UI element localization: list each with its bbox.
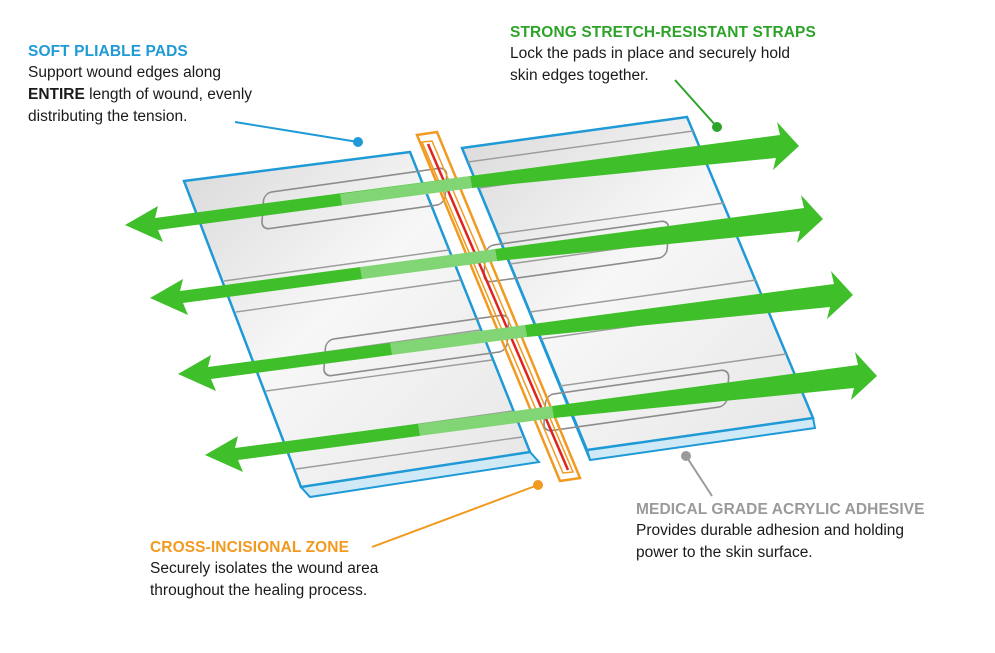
callout-line-rest: length of wound, evenly [84, 86, 253, 103]
callout-line: Lock the pads in place and securely hold [510, 45, 791, 62]
callout-soft-pliable-pads: SOFT PLIABLE PADS Support wound edges al… [28, 42, 288, 128]
callout-body: Securely isolates the wound area through… [150, 558, 450, 602]
callout-title: MEDICAL GRADE ACRYLIC ADHESIVE [636, 501, 925, 518]
callout-cross-incisional-zone: CROSS-INCISIONAL ZONE Securely isolates … [150, 538, 450, 602]
callout-body: Lock the pads in place and securely hold… [510, 43, 840, 87]
callout-emphasis: ENTIRE [28, 86, 85, 103]
callout-line: Securely isolates the wound area [150, 560, 379, 577]
callout-title: CROSS-INCISIONAL ZONE [150, 539, 350, 556]
callout-acrylic-adhesive: MEDICAL GRADE ACRYLIC ADHESIVE Provides … [636, 500, 966, 564]
left-pad-top [182, 150, 532, 489]
pads-leader-dot [353, 137, 363, 147]
callout-line: Support wound edges along [28, 64, 222, 81]
right-pad [460, 115, 817, 462]
straps-leader-line [674, 79, 718, 128]
callout-line: skin edges together. [510, 67, 649, 84]
callout-body: Provides durable adhesion and holding po… [636, 520, 966, 564]
strap-arrow-4 [205, 352, 877, 472]
strap-arrow-1 [125, 122, 799, 242]
strap-arrow-3 [178, 271, 853, 391]
right-pad-top [460, 115, 815, 452]
callout-line: distributing the tension. [28, 108, 188, 125]
callout-line: ENTIRE length of wound, evenly [28, 84, 288, 106]
callout-body: Support wound edges along ENTIRE length … [28, 62, 288, 128]
adhesive-leader-line [685, 455, 713, 497]
callout-title: SOFT PLIABLE PADS [28, 43, 188, 60]
straps-leader-dot [712, 122, 722, 132]
callout-line: throughout the healing process. [150, 582, 368, 599]
leader-lines [234, 79, 722, 548]
zone-leader-dot [533, 480, 543, 490]
callout-line: power to the skin surface. [636, 544, 813, 561]
zone-outline [415, 130, 582, 483]
adhesive-leader-dot [681, 451, 691, 461]
callout-line: Provides durable adhesion and holding [636, 522, 905, 539]
zone-inner [420, 140, 575, 474]
pads-leader-line [234, 121, 359, 143]
zone-leader-line [371, 484, 539, 548]
strap-arrows [125, 122, 877, 472]
callout-title: STRONG STRETCH-RESISTANT STRAPS [510, 24, 816, 41]
strap-arrow-2 [150, 195, 823, 315]
callout-strong-straps: STRONG STRETCH-RESISTANT STRAPS Lock the… [510, 23, 840, 87]
